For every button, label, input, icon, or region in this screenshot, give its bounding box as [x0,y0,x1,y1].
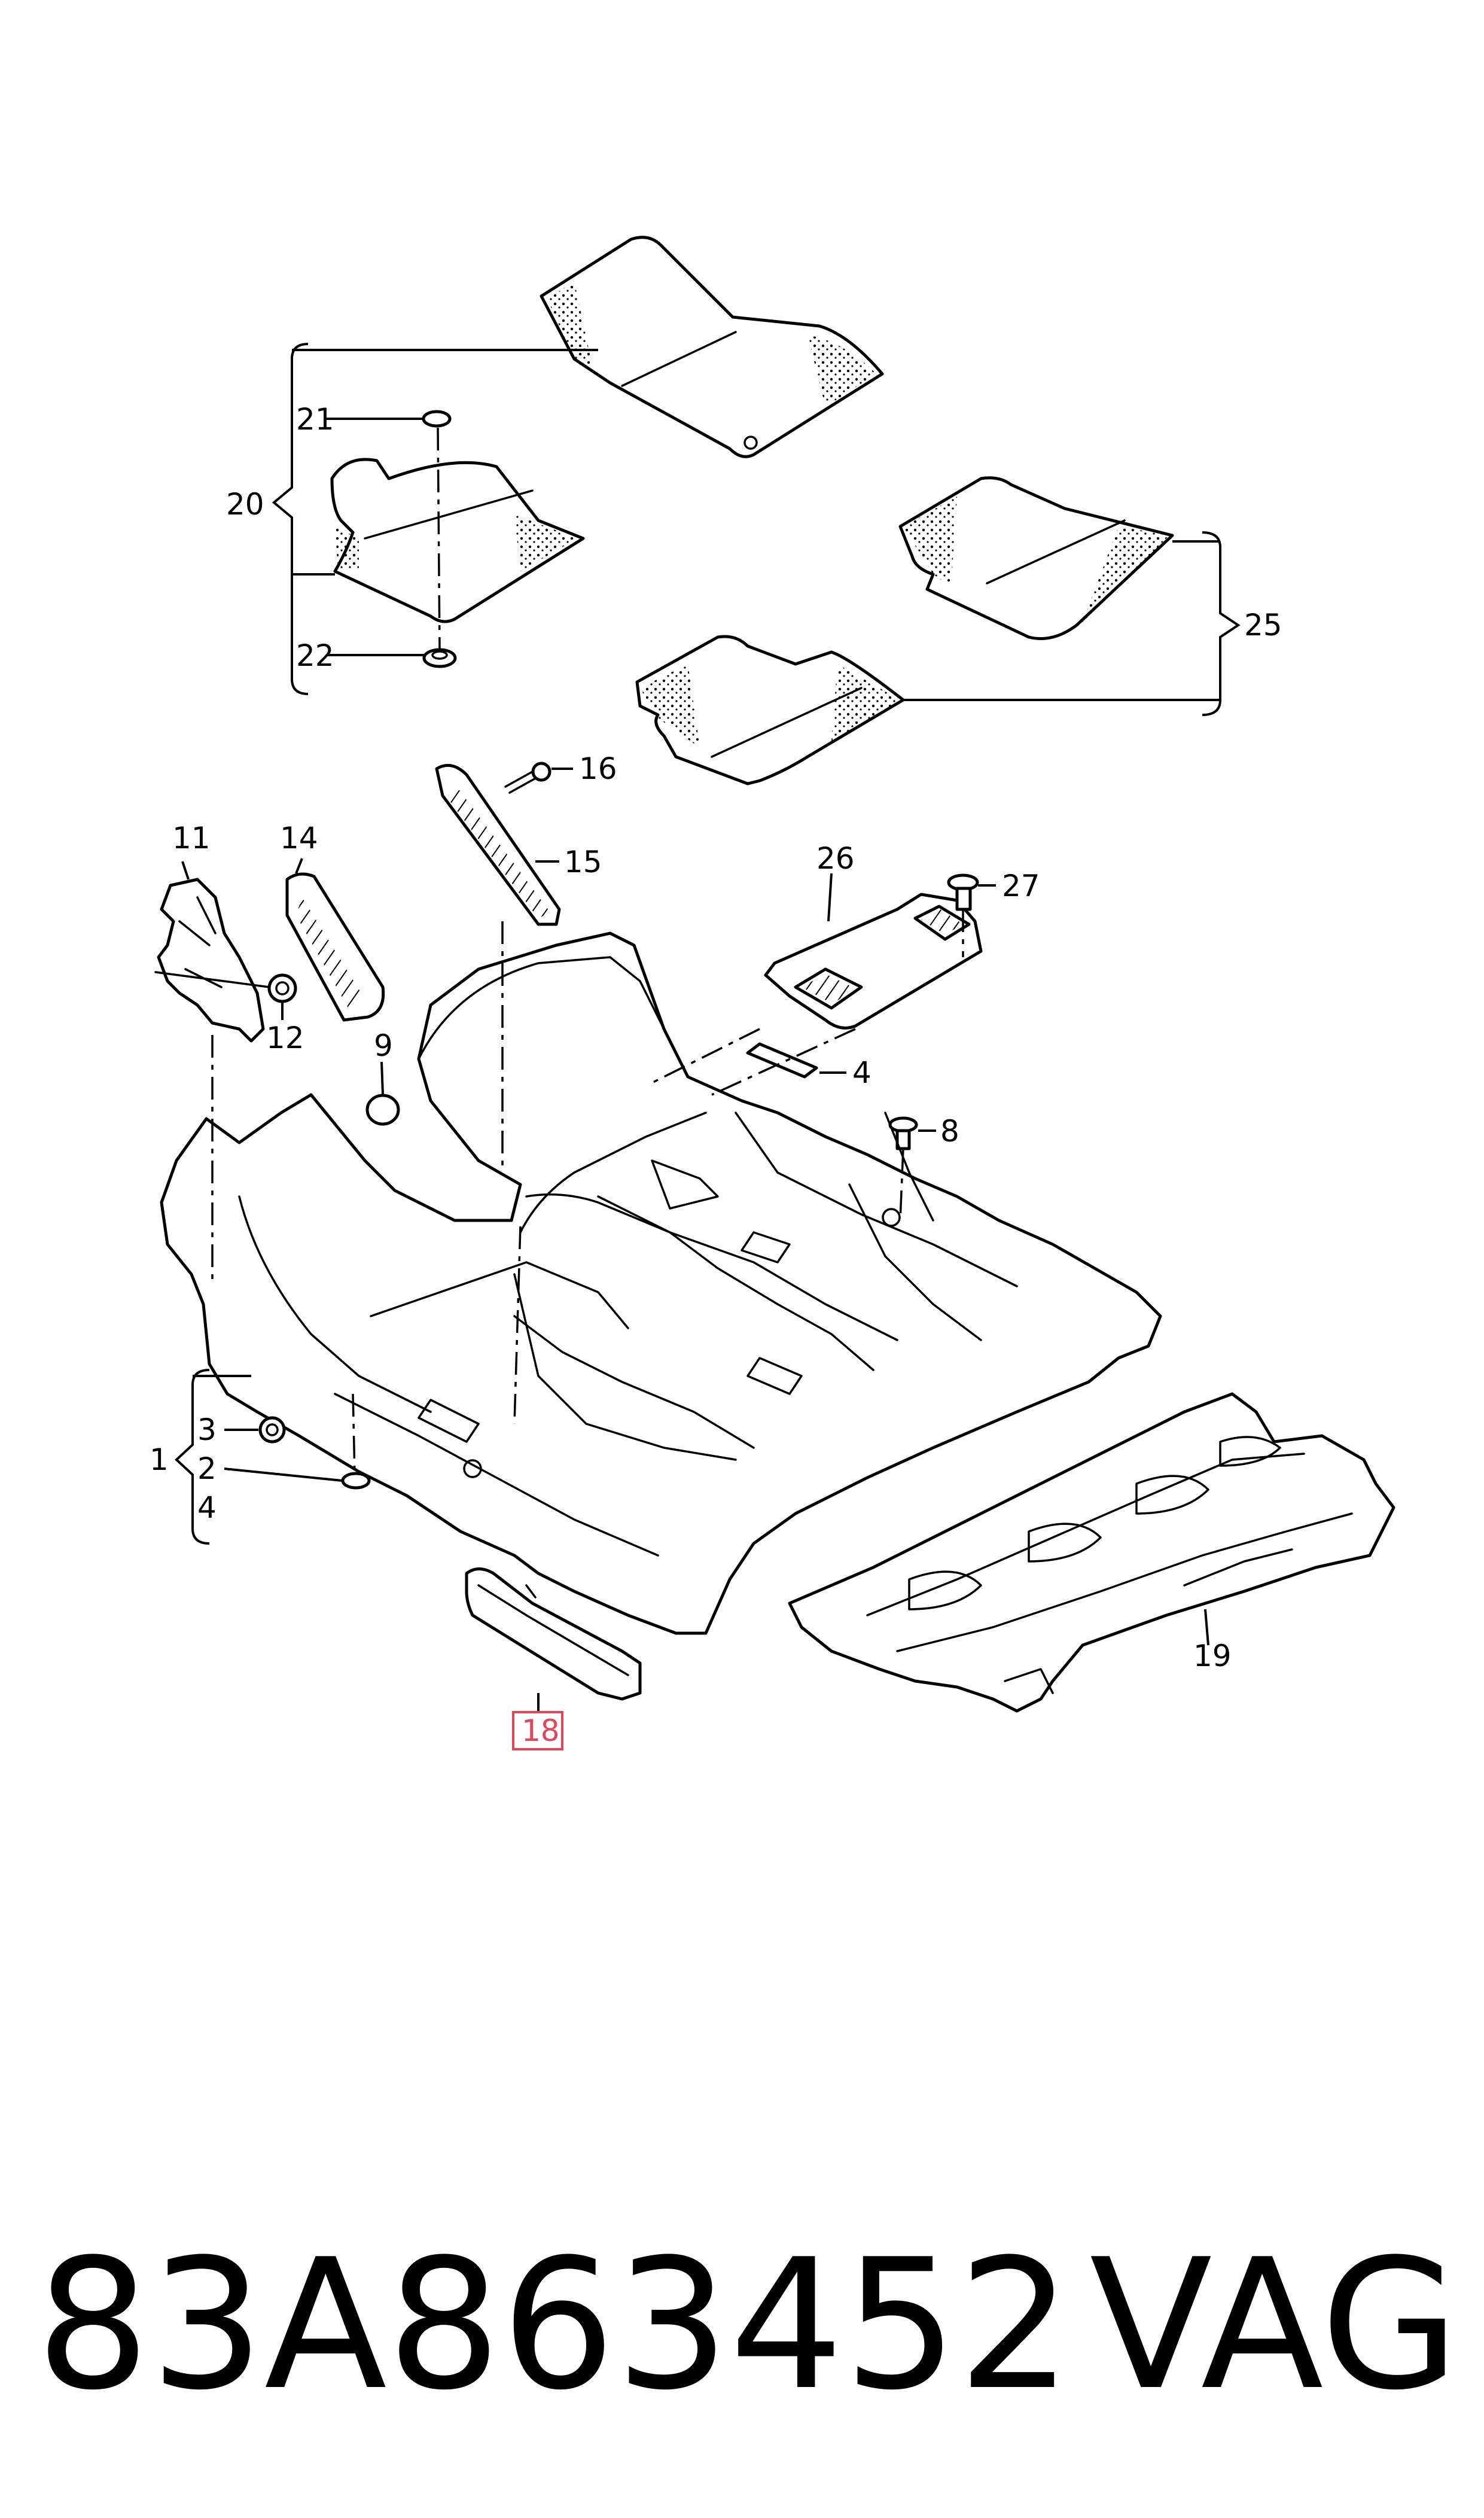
callout-25: 25 [1244,608,1282,643]
rear-right-floor-mat [898,476,1174,640]
clip-9 [365,1094,400,1126]
callout-4-upper: 4 [852,1055,871,1090]
part-number: 83A863452 [36,2221,1072,2429]
pad-4 [746,1042,818,1079]
callout-16: 16 [579,751,617,786]
callout-9: 9 [374,1028,393,1063]
rear-cover-26 [764,893,983,1030]
nut-3 [258,1416,286,1444]
callout-15: 15 [564,845,602,879]
rear-floor-carpet [788,1392,1395,1713]
callout-3: 3 [197,1412,217,1447]
rear-left-floor-mat [635,635,905,785]
mat-fastener-bottom [422,648,457,668]
callout-21: 21 [296,402,334,437]
screw-16 [504,762,551,794]
callout-14: 14 [280,821,318,855]
callout-4-lower: 4 [197,1490,217,1525]
bolt-12 [267,973,297,1003]
footrest-14 [285,872,385,1022]
front-left-floor-mat [540,236,884,458]
brand-name: VAG [1090,2221,1459,2429]
callout-8: 8 [940,1114,959,1149]
callout-11: 11 [172,821,211,855]
trim-piece-18 [465,1567,642,1701]
clip-2 [341,1472,371,1490]
front-floor-carpet [160,931,1162,1635]
side-trim-panel [157,878,265,1043]
callout-18: 18 [522,1713,560,1748]
callout-1: 1 [150,1442,169,1477]
callout-22: 22 [296,638,334,673]
callout-20: 20 [226,487,264,522]
callout-12: 12 [266,1021,304,1055]
callout-26: 26 [816,841,855,876]
callout-27: 27 [1002,869,1040,903]
mat-fastener-top [422,410,452,428]
callout-18-highlighted[interactable]: 18 [512,1711,563,1750]
front-right-floor-mat [330,458,585,623]
callout-2: 2 [197,1451,217,1486]
sill-trim-15 [435,763,561,926]
callout-19: 19 [1193,1639,1232,1673]
